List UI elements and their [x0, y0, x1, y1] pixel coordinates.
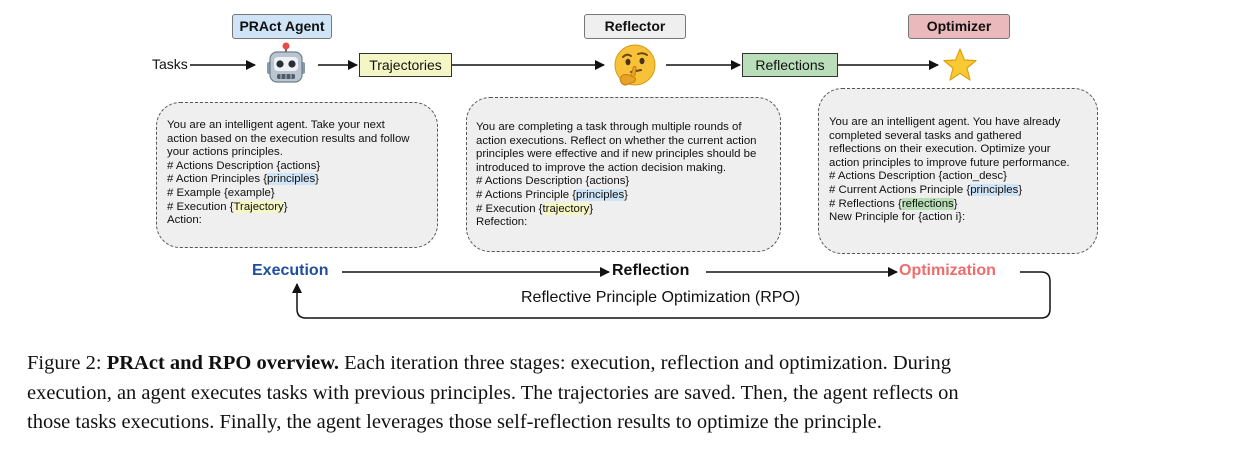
reflector-prompt-line: # Execution {trajectory} [476, 202, 780, 217]
reflector-prompt-text: # Execution { [476, 202, 543, 215]
caption-line: those tasks executions. Finally, the age… [27, 411, 882, 433]
optimizer-prompt-text: } [1018, 183, 1023, 196]
reflector-prompt-line: action executions. Reflect on whether th… [476, 134, 757, 147]
star-icon [943, 48, 977, 81]
reflector-prompt-text: # Actions Principle { [476, 188, 577, 201]
caption-line: Figure 2: PRAct and RPO overview. Each i… [27, 349, 1237, 379]
optimizer-prompt-line: # Actions Description {action_desc} [829, 170, 1007, 183]
agent-prompt-line: Action: [167, 214, 202, 227]
execution-stage-label: Execution [252, 262, 329, 279]
optimizer-prompt-text: # Current Actions Principle { [829, 183, 971, 196]
reflector-role-label: Reflector [604, 18, 666, 34]
tasks-label: Tasks [152, 56, 188, 72]
agent-prompt-text: } [315, 173, 319, 186]
reflector-prompt-line: # Actions Description {actions} [476, 175, 630, 188]
reflector-role-pill: Reflector [584, 14, 686, 39]
reflector-prompt-line: Refection: [476, 216, 528, 229]
trajectories-label: Trajectories [369, 57, 442, 73]
agent-role-label: PRAct Agent [239, 18, 325, 34]
caption-line: execution, an agent executes tasks with … [27, 381, 959, 404]
robot-icon [267, 42, 305, 83]
agent-prompt-line: your actions principles. [167, 146, 283, 159]
reflector-prompt-line: principles were effective and if new pri… [476, 148, 757, 161]
optimizer-prompt-text: # Reflections { [829, 197, 902, 210]
thinking-face-icon [614, 44, 656, 86]
optimizer-prompt-line: reflections on their execution. Optimize… [829, 143, 1051, 156]
optimizer-prompt-line: You are an intelligent agent. You have a… [829, 116, 1061, 128]
rpo-loop-label: Reflective Principle Optimization (RPO) [521, 289, 801, 306]
principles-highlight: principles [576, 188, 625, 201]
agent-prompt-line: # Action Principles {principles} [167, 173, 437, 187]
optimizer-prompt-line: # Reflections {reflections} [829, 197, 1097, 212]
reflection-stage-label: Reflection [612, 262, 690, 279]
agent-prompt-line: You are an intelligent agent. Take your … [167, 119, 385, 131]
optimization-stage-label: Optimization [899, 262, 996, 279]
agent-prompt-line: # Execution {Trajectory} [167, 200, 437, 215]
trajectories-node: Trajectories [359, 53, 452, 77]
optimizer-role-label: Optimizer [926, 18, 992, 34]
optimizer-prompt-text: } [953, 197, 958, 210]
optimizer-prompt-box: You are an intelligent agent. You have a… [818, 88, 1098, 254]
agent-prompt-line: # Example {example} [167, 186, 275, 199]
figure-caption: Figure 2: PRAct and RPO overview. Each i… [27, 349, 1237, 438]
agent-prompt-line: # Actions Description {actions} [167, 159, 321, 172]
caption-title: PRAct and RPO overview. [106, 352, 340, 374]
rpo-loop-arrow [292, 271, 1051, 319]
optimizer-role-pill: Optimizer [908, 14, 1010, 39]
agent-prompt-text: # Action Principles { [167, 173, 268, 186]
agent-prompt-line: action based on the execution results an… [167, 132, 410, 145]
reflector-prompt-text: } [624, 188, 628, 201]
reflector-prompt-line: introduced to improve the action decisio… [476, 161, 727, 174]
reflector-prompt-line: # Actions Principle {principles} [476, 188, 780, 203]
caption-prefix: Figure 2: [27, 352, 107, 374]
optimizer-prompt-line: New Principle for {action i}: [829, 211, 966, 224]
trajectory-highlight: Trajectory [233, 200, 284, 213]
reflections-node: Reflections [742, 53, 838, 77]
trajectory-highlight: trajectory [542, 202, 590, 215]
principles-highlight: principles [970, 183, 1019, 196]
agent-prompt-text: } [283, 200, 288, 213]
reflections-highlight: reflections [901, 197, 954, 210]
principles-highlight: principles [267, 173, 316, 186]
agent-prompt-box: You are an intelligent agent. Take your … [156, 102, 438, 248]
agent-prompt-text: # Execution { [167, 200, 234, 213]
agent-role-pill: PRAct Agent [232, 14, 332, 39]
reflector-prompt-box: You are completing a task through multip… [466, 97, 781, 252]
reflector-prompt-text: } [589, 202, 594, 215]
optimizer-prompt-line: # Current Actions Principle {principles} [829, 183, 1097, 198]
optimizer-prompt-line: action principles to improve future perf… [829, 156, 1070, 169]
optimizer-prompt-line: completed several tasks and gathered [829, 129, 1022, 142]
reflections-label: Reflections [755, 57, 825, 73]
reflector-prompt-line: You are completing a task through multip… [476, 121, 742, 133]
caption-text: Each iteration three stages: execution, … [339, 352, 951, 374]
